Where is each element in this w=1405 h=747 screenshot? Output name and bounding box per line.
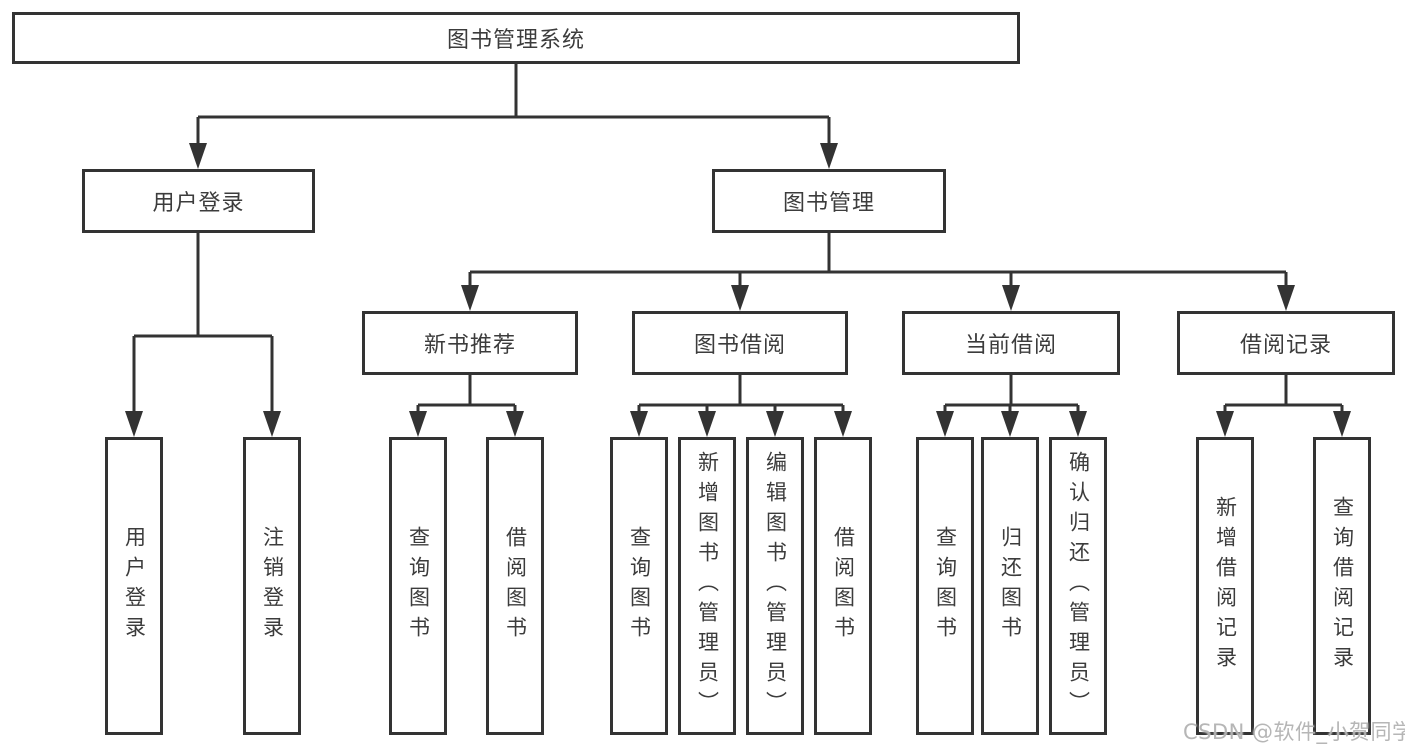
- node-label: 查询图书: [933, 526, 958, 646]
- arrowhead: [1216, 411, 1234, 437]
- node-query-borrow-record: 查询借阅记录: [1313, 437, 1371, 735]
- arrowhead: [506, 411, 524, 437]
- connector-user-login-to-leaves: [125, 233, 281, 437]
- arrowhead: [630, 411, 648, 437]
- arrowhead: [189, 143, 207, 169]
- connector-borrowing-records-to-leaves: [1216, 375, 1351, 437]
- node-label: 新增借阅记录: [1213, 496, 1238, 676]
- node-label: 编辑图书（管理员）: [763, 451, 788, 721]
- node-label: 确认归还（管理员）: [1066, 451, 1091, 721]
- node-add-book-admin: 新增图书（管理员）: [678, 437, 736, 735]
- connector-new-book-to-leaves: [409, 375, 524, 437]
- arrowhead: [461, 285, 479, 311]
- node-borrowing-records: 借阅记录: [1177, 311, 1395, 375]
- node-return-book: 归还图书: [981, 437, 1039, 735]
- node-label: 查询借阅记录: [1330, 496, 1355, 676]
- node-label: 查询图书: [627, 526, 652, 646]
- node-label: 注销登录: [260, 526, 285, 646]
- arrowhead: [409, 411, 427, 437]
- arrowhead: [1277, 285, 1295, 311]
- node-book-borrowing: 图书借阅: [632, 311, 848, 375]
- connector-current-borrowing-to-leaves: [936, 375, 1087, 437]
- node-current-borrowing: 当前借阅: [902, 311, 1120, 375]
- node-user-login-action: 用户登录: [105, 437, 163, 735]
- node-label: 归还图书: [998, 526, 1023, 646]
- node-label: 新增图书（管理员）: [695, 451, 720, 721]
- arrowhead: [1069, 411, 1087, 437]
- arrowhead: [263, 411, 281, 437]
- arrowhead: [936, 411, 954, 437]
- node-label: 借阅图书: [503, 526, 528, 646]
- arrowhead: [731, 285, 749, 311]
- node-user-login: 用户登录: [82, 169, 315, 233]
- arrowhead: [834, 411, 852, 437]
- arrowhead: [820, 143, 838, 169]
- node-borrow-books-action: 借阅图书: [814, 437, 872, 735]
- node-label: 查询图书: [406, 526, 431, 646]
- arrowhead: [1001, 411, 1019, 437]
- node-library-management-system: 图书管理系统: [12, 12, 1020, 64]
- csdn-watermark: CSDN @软件_小贺同学: [1183, 720, 1405, 744]
- arrowhead: [1002, 285, 1020, 311]
- node-borrow-books-recommend: 借阅图书: [486, 437, 544, 735]
- node-book-management: 图书管理: [712, 169, 946, 233]
- node-query-books-current: 查询图书: [916, 437, 974, 735]
- arrowhead: [698, 411, 716, 437]
- connector-root-to-level2: [189, 64, 838, 169]
- connector-book-borrowing-to-leaves: [630, 375, 852, 437]
- node-query-books-borrow: 查询图书: [610, 437, 668, 735]
- arrowhead: [125, 411, 143, 437]
- node-label: 借阅图书: [831, 526, 856, 646]
- arrowhead: [1333, 411, 1351, 437]
- node-logout-action: 注销登录: [243, 437, 301, 735]
- node-confirm-return-admin: 确认归还（管理员）: [1049, 437, 1107, 735]
- node-label: 用户登录: [122, 526, 147, 646]
- node-add-borrow-record: 新增借阅记录: [1196, 437, 1254, 735]
- node-edit-book-admin: 编辑图书（管理员）: [746, 437, 804, 735]
- arrowhead: [766, 411, 784, 437]
- connector-book-management-to-level3: [461, 233, 1295, 311]
- node-query-books-recommend: 查询图书: [389, 437, 447, 735]
- node-new-book-recommendation: 新书推荐: [362, 311, 578, 375]
